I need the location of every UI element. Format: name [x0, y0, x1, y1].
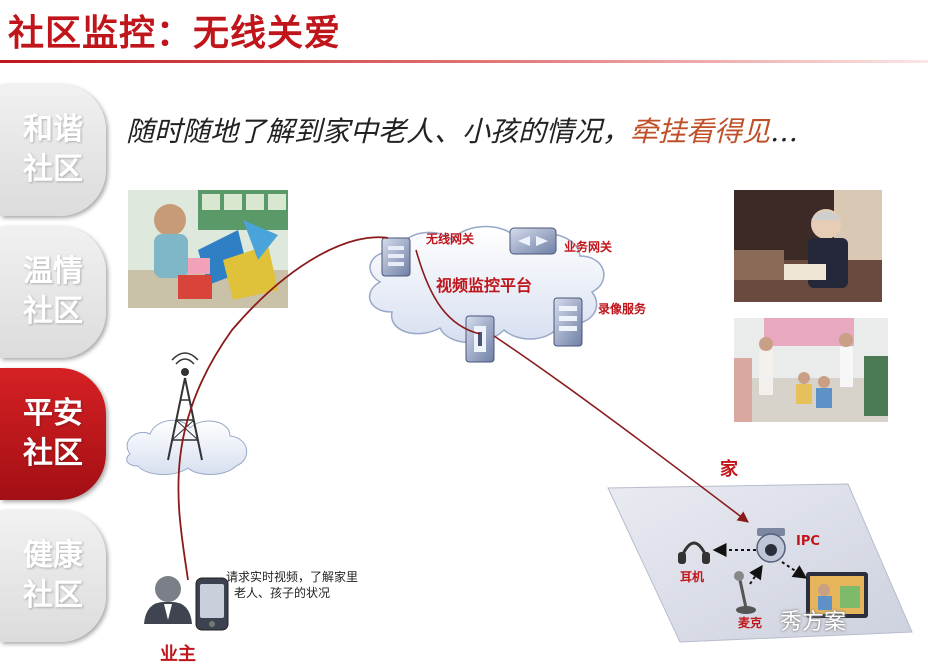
- recording-server-icon: [553, 297, 583, 347]
- service-gateway-label: 业务网关: [564, 240, 613, 254]
- tab-label-line1: 平安: [23, 396, 83, 431]
- subtitle: 随时随地了解到家中老人、小孩的情况，牵挂看得见…: [126, 110, 798, 150]
- owner-label: 业主: [160, 644, 196, 664]
- microphone-icon: [734, 571, 756, 614]
- watermark: 秀方案: [780, 610, 847, 635]
- kids-classroom-photo: [734, 318, 888, 422]
- tab-label-line1: 温情: [23, 254, 83, 289]
- monitor-icon: [806, 572, 868, 618]
- tab-label-line1: 健康: [23, 538, 83, 573]
- child-photo: [128, 190, 288, 308]
- subtitle-highlight: 牵挂看得见: [630, 115, 771, 148]
- platform-label: 视频监控平台: [436, 276, 533, 295]
- link-phone-to-gateway: [177, 236, 389, 581]
- tab-warm-community[interactable]: 温情社区: [0, 226, 106, 358]
- cell-tower-icon: [126, 352, 247, 475]
- wireless-gateway-label: 无线网关: [426, 232, 475, 246]
- ipc-camera-icon: [756, 528, 786, 563]
- subtitle-main: 随时随地了解到家中老人、小孩的情况，: [126, 115, 631, 148]
- tab-label-line2: 社区: [23, 578, 83, 613]
- tab-label-line2: 社区: [23, 294, 83, 329]
- link-gateway-to-switch: [415, 249, 481, 335]
- ipc-label: IPC: [796, 534, 820, 549]
- title-divider: [0, 60, 928, 63]
- page-title: 社区监控：无线关爱: [8, 13, 342, 54]
- request-text-line2: 老人、孩子的状况: [234, 586, 331, 600]
- platform-cloud: [368, 225, 605, 344]
- request-text-line1: 请求实时视频，了解家里: [226, 570, 359, 584]
- service-gateway-icon: [509, 227, 557, 255]
- microphone-label: 麦克: [738, 616, 763, 630]
- mobile-phone-icon: [195, 577, 229, 631]
- platform-switch-icon: [465, 315, 495, 363]
- link-platform-to-home: [493, 335, 749, 523]
- link-mic-to-ipc: [749, 564, 763, 585]
- tab-safe-community[interactable]: 平安社区: [0, 368, 106, 500]
- owner-person-icon: [144, 576, 192, 624]
- tab-harmony-community[interactable]: 和谐社区: [0, 84, 106, 216]
- wireless-gateway-icon: [381, 237, 411, 277]
- subtitle-ellipsis: …: [770, 115, 799, 148]
- earphone-icon: [678, 541, 710, 564]
- tab-health-community[interactable]: 健康社区: [0, 510, 106, 642]
- home-label: 家: [720, 459, 738, 480]
- tab-label-line1: 和谐: [23, 112, 83, 147]
- tab-label-line2: 社区: [23, 152, 83, 187]
- earphone-label: 耳机: [680, 570, 705, 584]
- elderly-photo: [734, 190, 882, 302]
- link-ipc-to-monitor: [781, 561, 808, 579]
- tab-label-line2: 社区: [23, 436, 83, 471]
- recording-service-label: 录像服务: [598, 302, 647, 316]
